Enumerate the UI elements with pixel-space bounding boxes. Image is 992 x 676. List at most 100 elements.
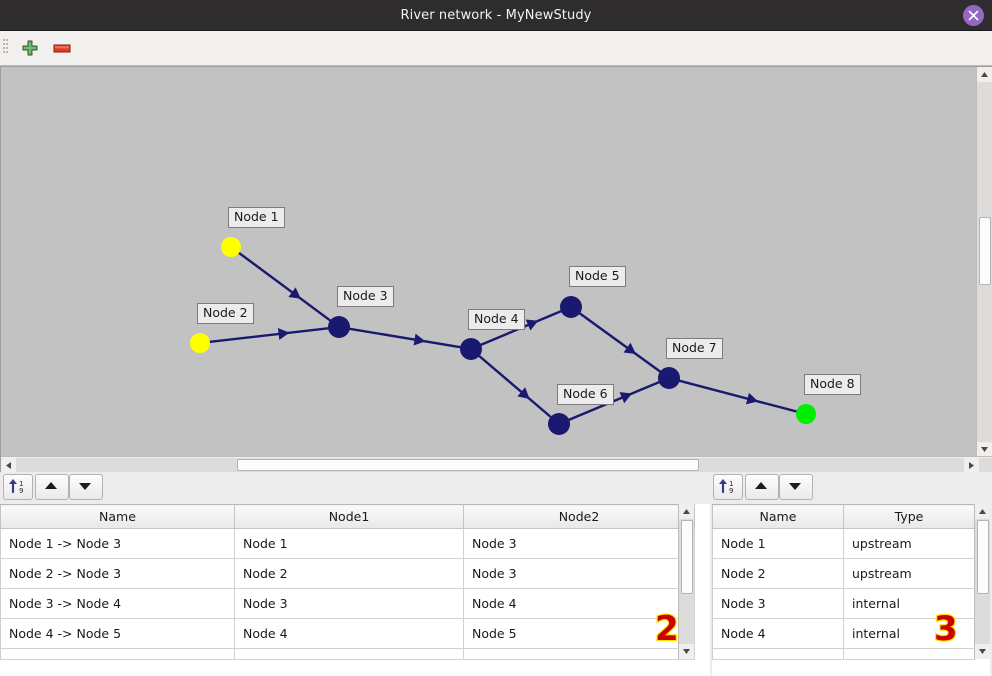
graph-node-label[interactable]: Node 8 <box>804 374 861 395</box>
scroll-left-arrow-icon[interactable] <box>1 458 16 472</box>
graph-edge[interactable] <box>208 326 330 344</box>
graph-edge[interactable] <box>477 354 553 419</box>
graph-node[interactable] <box>548 413 570 435</box>
column-header[interactable]: Node2 <box>463 504 695 529</box>
graph-edge-arrowhead <box>623 342 636 355</box>
table-cell[interactable] <box>463 648 695 660</box>
table-row[interactable] <box>0 648 695 660</box>
scroll-down-arrow-icon[interactable] <box>977 442 992 457</box>
nodes-table-vertical-scrollbar[interactable] <box>974 504 990 659</box>
graph-node-label[interactable]: Node 6 <box>557 384 614 405</box>
links-table-vertical-scrollbar[interactable] <box>678 504 694 659</box>
graph-node-label[interactable]: Node 4 <box>468 309 525 330</box>
table-cell[interactable]: Node 1 <box>712 528 844 559</box>
graph-edge[interactable] <box>348 327 462 349</box>
graph-node[interactable] <box>560 296 582 318</box>
table-cell[interactable]: upstream <box>843 558 975 589</box>
graph-edge[interactable] <box>237 251 332 323</box>
graph-node[interactable] <box>221 237 241 257</box>
graph-node[interactable] <box>190 333 210 353</box>
links-move-up-button[interactable] <box>35 474 69 500</box>
toolbar-drag-handle[interactable] <box>3 37 8 59</box>
close-icon[interactable] <box>963 5 984 26</box>
links-scroll-up-arrow-icon[interactable] <box>679 504 694 519</box>
graph-node-label[interactable]: Node 7 <box>666 338 723 359</box>
links-pane-toolbar: 1 9 <box>0 472 710 504</box>
graph-edge-arrowhead <box>517 387 530 399</box>
diagram-surface[interactable]: Node 1 Node 2 Node 3 Node 4 Node 5 Node 6 Node… <box>1 67 964 453</box>
graph-node-label[interactable]: Node 3 <box>337 286 394 307</box>
table-cell[interactable]: Node 2 <box>712 558 844 589</box>
column-header[interactable]: Node1 <box>234 504 464 529</box>
table-cell[interactable]: internal <box>843 588 975 619</box>
graph-edge-arrowhead <box>277 327 290 340</box>
table-cell[interactable]: Node 2 -> Node 3 <box>0 558 235 589</box>
nodes-vscroll-thumb[interactable] <box>977 520 989 594</box>
table-cell[interactable]: Node 3 <box>463 528 695 559</box>
links-sort-button[interactable]: 1 9 <box>3 474 33 500</box>
graph-node[interactable] <box>658 367 680 389</box>
table-cell[interactable]: Node 3 <box>712 588 844 619</box>
canvas-horizontal-scrollbar[interactable] <box>1 456 992 472</box>
canvas-vertical-scrollbar[interactable] <box>976 67 992 457</box>
links-vscroll-thumb[interactable] <box>681 520 693 594</box>
graph-edge[interactable] <box>578 311 662 374</box>
table-cell[interactable]: Node 4 -> Node 5 <box>0 618 235 649</box>
graph-edge[interactable] <box>567 380 661 422</box>
table-cell[interactable]: Node 1 -> Node 3 <box>0 528 235 559</box>
table-cell[interactable]: Node 4 <box>234 618 464 649</box>
graph-node-label[interactable]: Node 1 <box>228 207 285 228</box>
graph-node[interactable] <box>460 338 482 360</box>
graph-node-label[interactable]: Node 5 <box>569 266 626 287</box>
table-cell[interactable]: Node 4 <box>463 588 695 619</box>
nodes-move-down-button[interactable] <box>779 474 813 500</box>
table-cell[interactable]: Node 5 <box>463 618 695 649</box>
table-row[interactable] <box>712 648 975 660</box>
table-cell[interactable]: upstream <box>843 528 975 559</box>
column-header[interactable]: Name <box>0 504 235 529</box>
table-cell[interactable]: Node 3 -> Node 4 <box>0 588 235 619</box>
nodes-move-up-button[interactable] <box>745 474 779 500</box>
nodes-sort-button[interactable]: 1 9 <box>713 474 743 500</box>
graph-node[interactable] <box>796 404 816 424</box>
table-cell[interactable] <box>843 648 975 660</box>
river-network-graph <box>190 237 816 435</box>
table-cell[interactable]: Node 2 <box>234 558 464 589</box>
table-cell[interactable]: Node 4 <box>712 618 844 649</box>
column-header[interactable]: Type <box>843 504 975 529</box>
canvas-hscroll-thumb[interactable] <box>237 459 699 471</box>
table-cell[interactable]: Node 3 <box>463 558 695 589</box>
column-header[interactable]: Name <box>712 504 844 529</box>
nodes-scroll-down-arrow-icon[interactable] <box>975 644 990 659</box>
links-scroll-down-arrow-icon[interactable] <box>679 644 694 659</box>
table-cell[interactable]: Node 3 <box>234 588 464 619</box>
table-cell[interactable] <box>712 648 844 660</box>
graph-edge[interactable] <box>678 379 798 413</box>
table-cell[interactable]: internal <box>843 618 975 649</box>
graph-node[interactable] <box>328 316 350 338</box>
scroll-right-arrow-icon[interactable] <box>964 458 979 472</box>
scroll-up-arrow-icon[interactable] <box>977 67 992 82</box>
canvas-vscroll-thumb[interactable] <box>979 217 991 285</box>
table-cell[interactable] <box>0 648 235 660</box>
links-move-down-button[interactable] <box>69 474 103 500</box>
nodes-scroll-up-arrow-icon[interactable] <box>975 504 990 519</box>
graph-node-label[interactable]: Node 2 <box>197 303 254 324</box>
delete-node-button[interactable] <box>50 37 74 59</box>
table-cell[interactable]: Node 1 <box>234 528 464 559</box>
add-node-button[interactable] <box>18 37 42 59</box>
network-diagram-canvas[interactable]: Node 1 Node 2 Node 3 Node 4 Node 5 Node 6 Node… <box>0 66 992 472</box>
table-cell[interactable] <box>234 648 464 660</box>
